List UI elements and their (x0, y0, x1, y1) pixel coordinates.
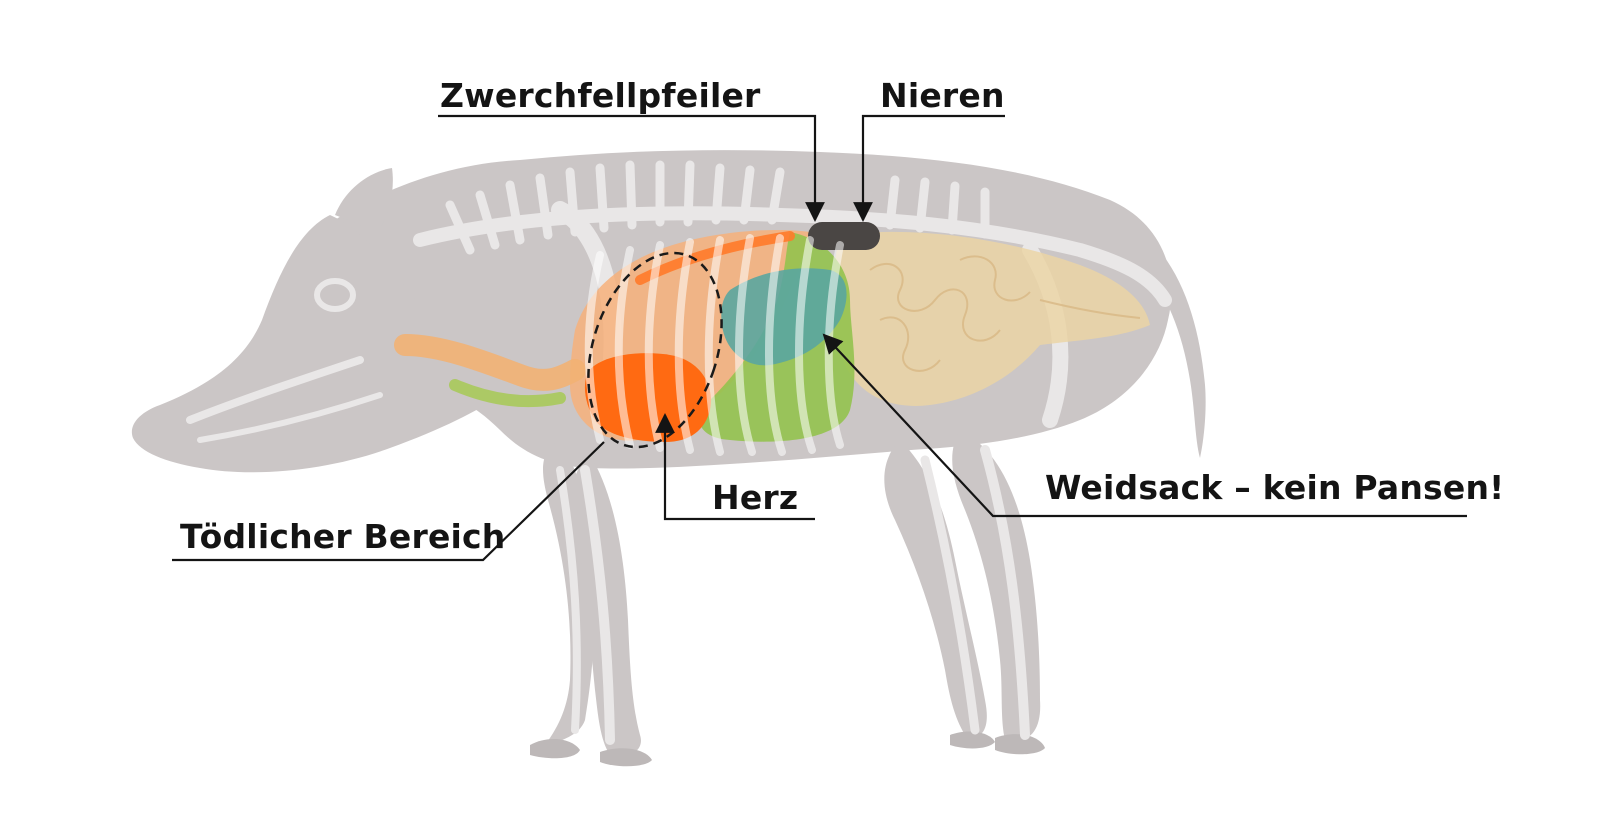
toedlicher-bereich-leader (172, 441, 605, 562)
ear (335, 168, 393, 232)
zwerchfellpfeiler-leader (438, 114, 825, 222)
kidneys (808, 222, 880, 250)
label-nieren: Nieren (880, 76, 1005, 115)
herz-leader (655, 413, 815, 521)
intestines (832, 231, 1150, 406)
label-zwerchfellpfeiler: Zwerchfellpfeiler (440, 76, 761, 115)
trachea (394, 334, 586, 391)
hoof-hind (950, 731, 995, 749)
label-herz: Herz (712, 478, 799, 517)
label-toedlicher-bereich: Tödlicher Bereich (180, 517, 506, 556)
hoof-front (530, 738, 580, 759)
hoof-hind-near (995, 734, 1045, 755)
nieren-leader (853, 114, 1005, 222)
annotation-lines (172, 114, 1467, 562)
liver (721, 268, 847, 366)
lethal-area-outline (587, 251, 723, 449)
hoof-front-near (600, 748, 652, 767)
weidsack-leader (822, 333, 1467, 518)
hind-leg-far (884, 440, 987, 740)
label-weidsack: Weidsack – kein Pansen! (1045, 468, 1505, 507)
esophagus (449, 379, 566, 408)
intestine-coils (869, 255, 1141, 372)
